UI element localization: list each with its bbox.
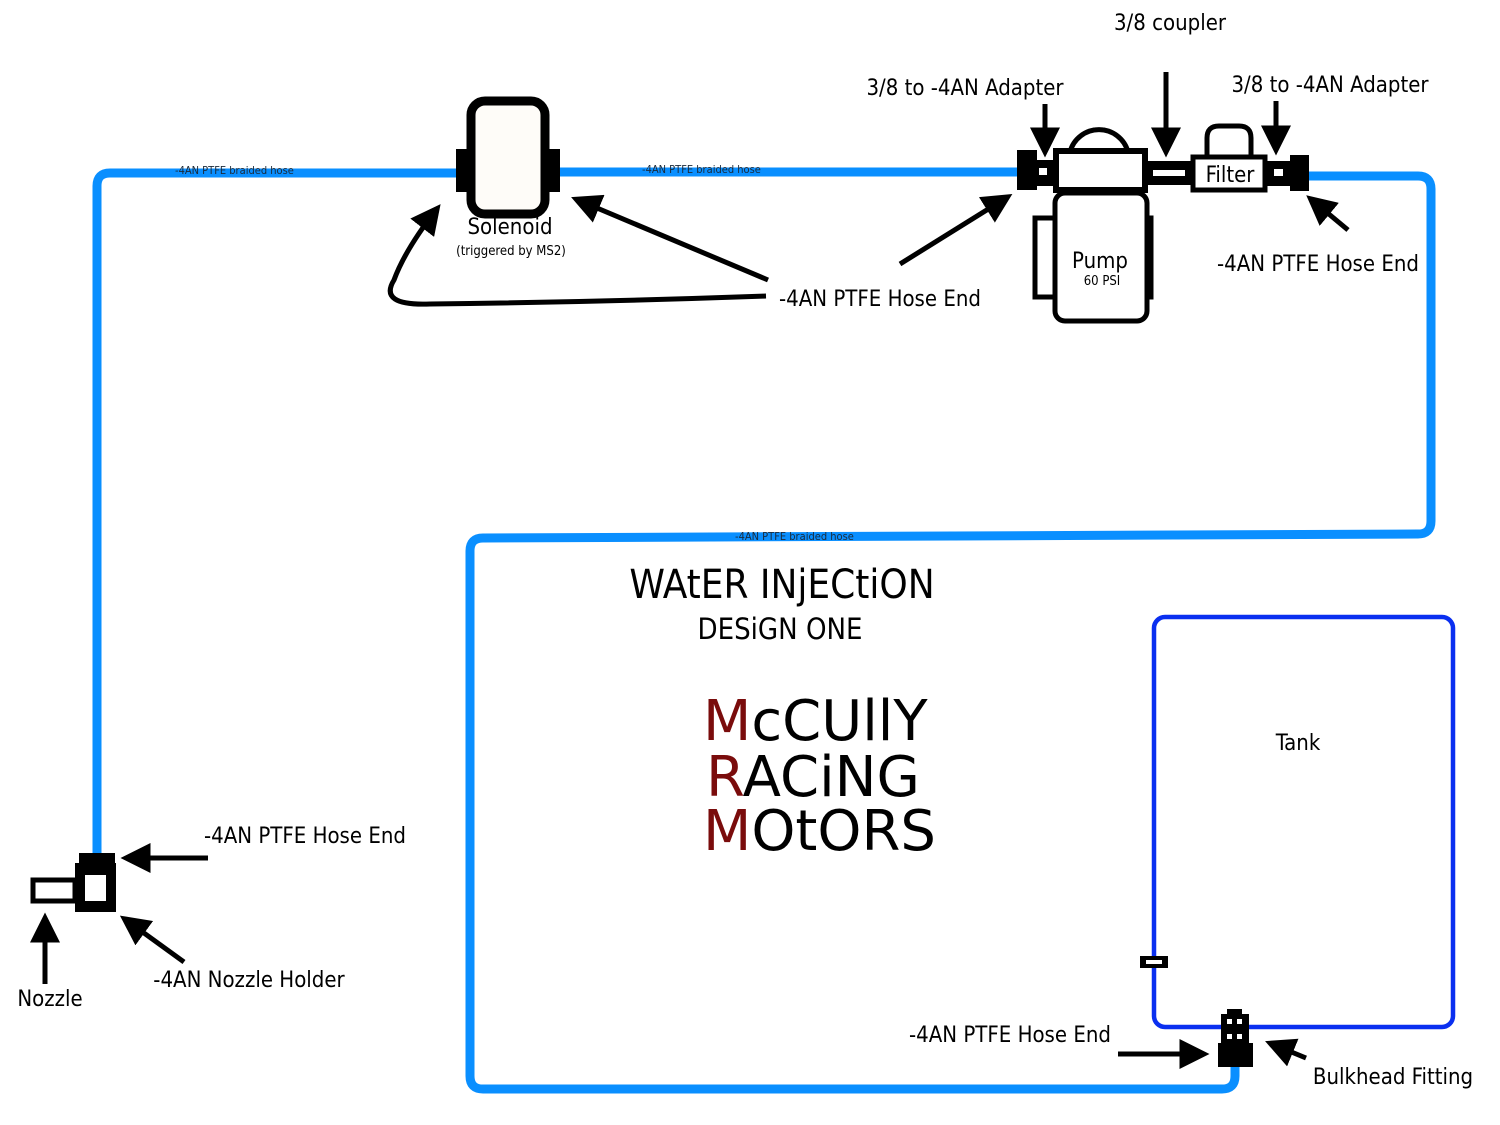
brand-initial: M <box>703 689 751 754</box>
pump-assembly <box>1017 123 1309 324</box>
callout-bulkhead: Bulkhead Fitting <box>1313 1065 1473 1090</box>
tank-level-fitting <box>1140 956 1168 968</box>
hose-end-fitting-left <box>1017 150 1037 190</box>
brand-line-2: RACiNG <box>706 745 920 810</box>
diagram-title: WAtER INjECtiON <box>629 562 934 608</box>
callout-hose-end-filter: -4AN PTFE Hose End <box>1217 252 1419 277</box>
brand-logo: McCUllY RACiNG MOtORS <box>703 689 936 864</box>
arrow-hose-end-pump <box>898 194 1013 267</box>
solenoid-icon <box>456 96 560 219</box>
hose-lines <box>92 167 1436 1094</box>
callout-coupler: 3/8 coupler <box>1114 11 1227 36</box>
arrow-hose-end-solenoid-right <box>571 194 769 283</box>
pump-note: 60 PSI <box>1084 274 1121 289</box>
hose-label-middle: -4AN PTFE braided hose <box>642 163 761 176</box>
arrow-nozzle-holder <box>119 915 186 965</box>
arrow-hose-end-right <box>1306 195 1350 232</box>
tank-label: Tank <box>1275 731 1321 756</box>
hose-nozzle-to-solenoid <box>92 168 460 855</box>
brand-rest: OtORS <box>751 799 936 864</box>
solenoid-label: Solenoid <box>467 215 552 240</box>
nozzle-assembly <box>30 853 116 912</box>
brand-line-1: McCUllY <box>703 689 928 754</box>
arrow-bulkhead <box>1265 1038 1307 1067</box>
brand-line-3: MOtORS <box>703 799 936 864</box>
callout-nozzle: Nozzle <box>17 987 82 1012</box>
callout-hose-end-nozzle: -4AN PTFE Hose End <box>204 824 406 849</box>
callout-adapter-right: 3/8 to -4AN Adapter <box>1231 73 1429 98</box>
pump-label: Pump <box>1072 249 1128 274</box>
callout-hose-end-tank: -4AN PTFE Hose End <box>909 1023 1111 1048</box>
callout-adapter-left: 3/8 to -4AN Adapter <box>866 76 1064 101</box>
brand-initial: M <box>703 799 751 864</box>
filter-label: Filter <box>1206 163 1256 188</box>
brand-rest: ACiNG <box>743 745 920 810</box>
callout-nozzle-holder: -4AN Nozzle Holder <box>153 968 345 993</box>
callout-hose-end-solenoid: -4AN PTFE Hose End <box>779 287 981 312</box>
diagram-subtitle: DESiGN ONE <box>698 612 863 646</box>
hose-label-bottom: -4AN PTFE braided hose <box>735 530 854 543</box>
tank-outline <box>1151 614 1456 1030</box>
hose-label-left: -4AN PTFE braided hose <box>175 164 294 177</box>
arrow-hose-end-solenoid-left <box>387 204 767 307</box>
nozzle <box>30 877 78 904</box>
solenoid-note: (triggered by MS2) <box>456 244 566 259</box>
callout-arrows <box>30 72 1350 1069</box>
bulkhead-fitting <box>1218 1009 1253 1067</box>
brand-initial: R <box>706 745 744 810</box>
hose-end-fitting-right <box>1290 155 1309 191</box>
hose-filter-to-tank-loop <box>465 171 1436 1094</box>
brand-rest: cCUllY <box>751 689 928 754</box>
